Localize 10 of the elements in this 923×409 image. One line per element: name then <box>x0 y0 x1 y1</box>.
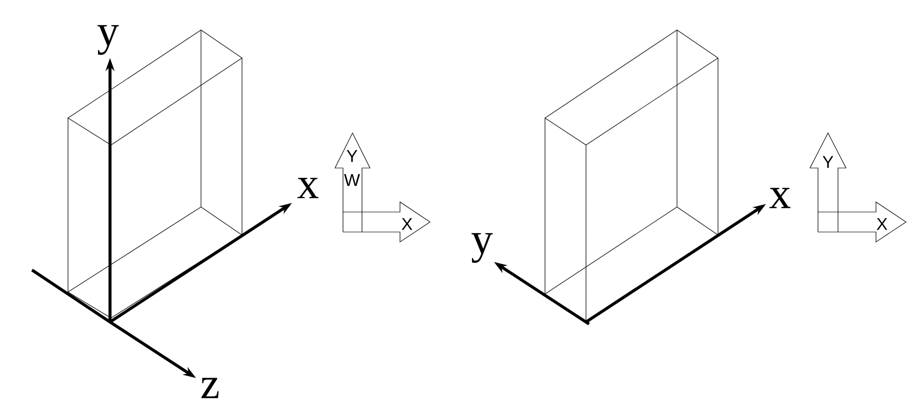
axis-label: y <box>98 25 119 55</box>
axis-label: x <box>769 188 790 208</box>
icon-letter: Y <box>822 156 834 168</box>
icon-letter: W <box>344 174 360 186</box>
icon-letter: Y <box>346 150 358 162</box>
axis-label: z <box>201 378 219 398</box>
axis-label: y <box>472 233 493 263</box>
icon-letter: X <box>876 218 888 230</box>
axis-label: x <box>297 178 318 198</box>
icon-letter: X <box>402 218 412 230</box>
